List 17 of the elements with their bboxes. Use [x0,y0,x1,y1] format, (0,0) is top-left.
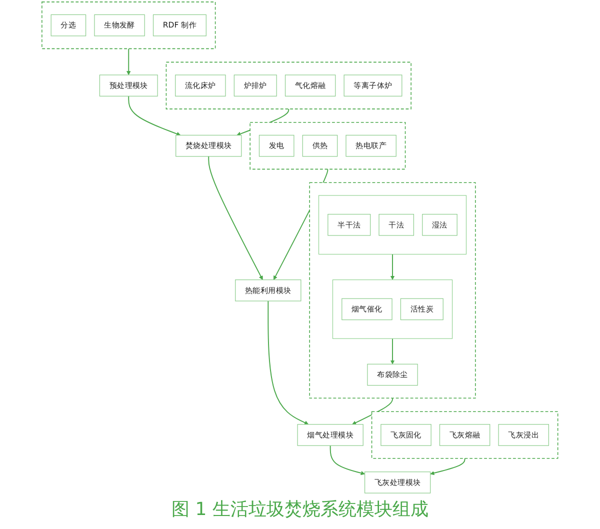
cluster [318,195,467,255]
arrow [430,458,466,476]
arrow [390,338,395,364]
arrow [126,48,131,76]
figure-caption: 图 1 生活垃圾焚烧系统模块组成 [172,498,428,522]
cluster [309,182,476,398]
arrow [352,398,394,425]
arrow [390,254,395,280]
arrow [268,300,309,425]
arrow [128,96,181,136]
arrow [208,156,263,280]
cluster [166,62,412,110]
cluster [250,122,406,170]
cluster [42,2,216,50]
arrow [330,445,366,476]
cluster [372,411,558,459]
cluster [332,280,453,339]
